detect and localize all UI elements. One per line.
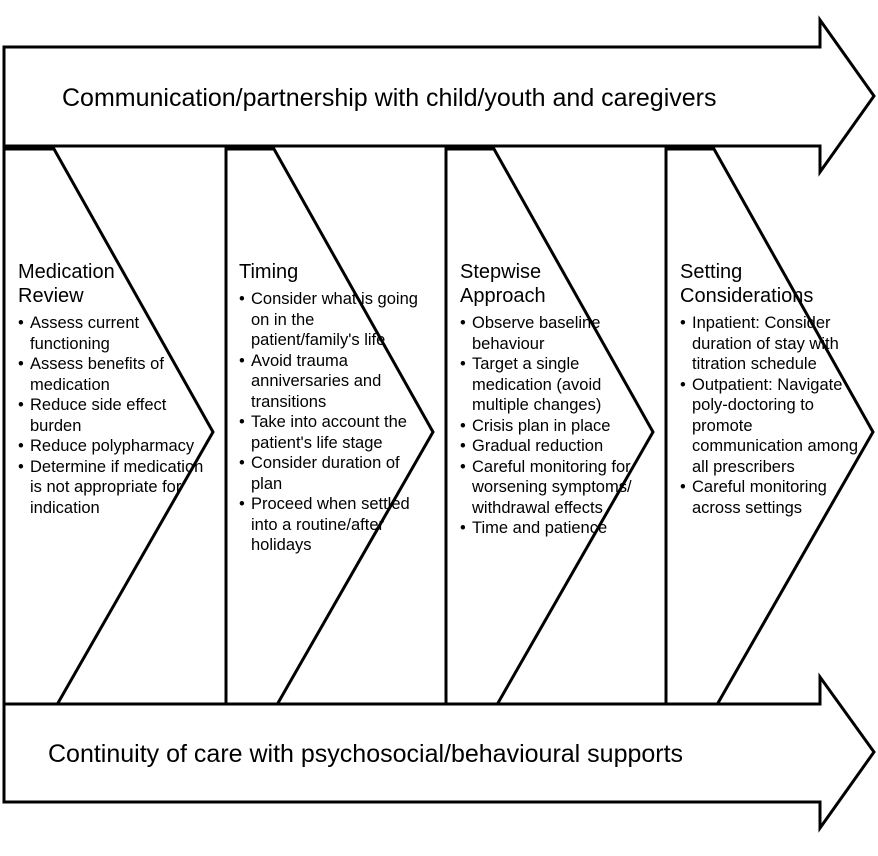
stage-title-line: Timing xyxy=(239,261,299,283)
list-item: Take into account the patient's life sta… xyxy=(239,412,425,453)
stage-title: Medication Review xyxy=(18,260,204,308)
stage-title: Stepwise Approach xyxy=(460,260,646,308)
stage-title-line: Considerations xyxy=(680,285,814,307)
stage-title-line: Medication xyxy=(18,261,115,283)
stage-stepwise-approach: Stepwise Approach Observe baseline behav… xyxy=(460,260,646,539)
bottom-arrow xyxy=(2,672,876,833)
list-item: Reduce polypharmacy xyxy=(18,436,204,457)
stage-title-line: Review xyxy=(18,285,84,307)
list-item: Avoid trauma anniversaries and transitio… xyxy=(239,351,425,413)
top-arrow xyxy=(2,15,876,177)
list-item: Observe baseline behaviour xyxy=(460,313,646,354)
list-item: Consider what is going on in the patient… xyxy=(239,289,425,351)
stage-title-line: Stepwise xyxy=(460,261,542,283)
list-item: Careful monitoring across settings xyxy=(680,477,866,518)
list-item: Consider duration of plan xyxy=(239,453,425,494)
stage-title: Setting Considerations xyxy=(680,260,866,308)
bottom-banner-text: Continuity of care with psychosocial/beh… xyxy=(48,740,684,768)
list-item: Time and patience xyxy=(460,518,646,539)
list-item: Outpatient: Navigate poly-doctoring to p… xyxy=(680,375,866,478)
list-item: Gradual reduction xyxy=(460,436,646,457)
stage-item-list: Assess current functioning Assess benefi… xyxy=(18,313,204,518)
list-item: Assess current functioning xyxy=(18,313,204,354)
stage-medication-review: Medication Review Assess current functio… xyxy=(18,260,204,518)
stage-title-line: Approach xyxy=(460,285,546,307)
stage-title: Timing xyxy=(239,260,425,284)
stage-item-list: Observe baseline behaviour Target a sing… xyxy=(460,313,646,539)
stage-setting-considerations: Setting Considerations Inpatient: Consid… xyxy=(680,260,866,518)
list-item: Careful monitoring for worsening symptom… xyxy=(460,457,646,519)
list-item: Proceed when settled into a routine/afte… xyxy=(239,494,425,556)
stage-item-list: Consider what is going on in the patient… xyxy=(239,289,425,556)
list-item: Assess benefits of medication xyxy=(18,354,204,395)
stage-item-list: Inpatient: Consider duration of stay wit… xyxy=(680,313,866,518)
top-banner-text: Communication/partnership with child/you… xyxy=(62,84,717,112)
list-item: Reduce side effect burden xyxy=(18,395,204,436)
list-item: Inpatient: Consider duration of stay wit… xyxy=(680,313,866,375)
list-item: Crisis plan in place xyxy=(460,416,646,437)
stage-title-line: Setting xyxy=(680,261,743,283)
stage-timing: Timing Consider what is going on in the … xyxy=(239,260,425,556)
list-item: Target a single medication (avoid multip… xyxy=(460,354,646,416)
list-item: Determine if medication is not appropria… xyxy=(18,457,204,519)
